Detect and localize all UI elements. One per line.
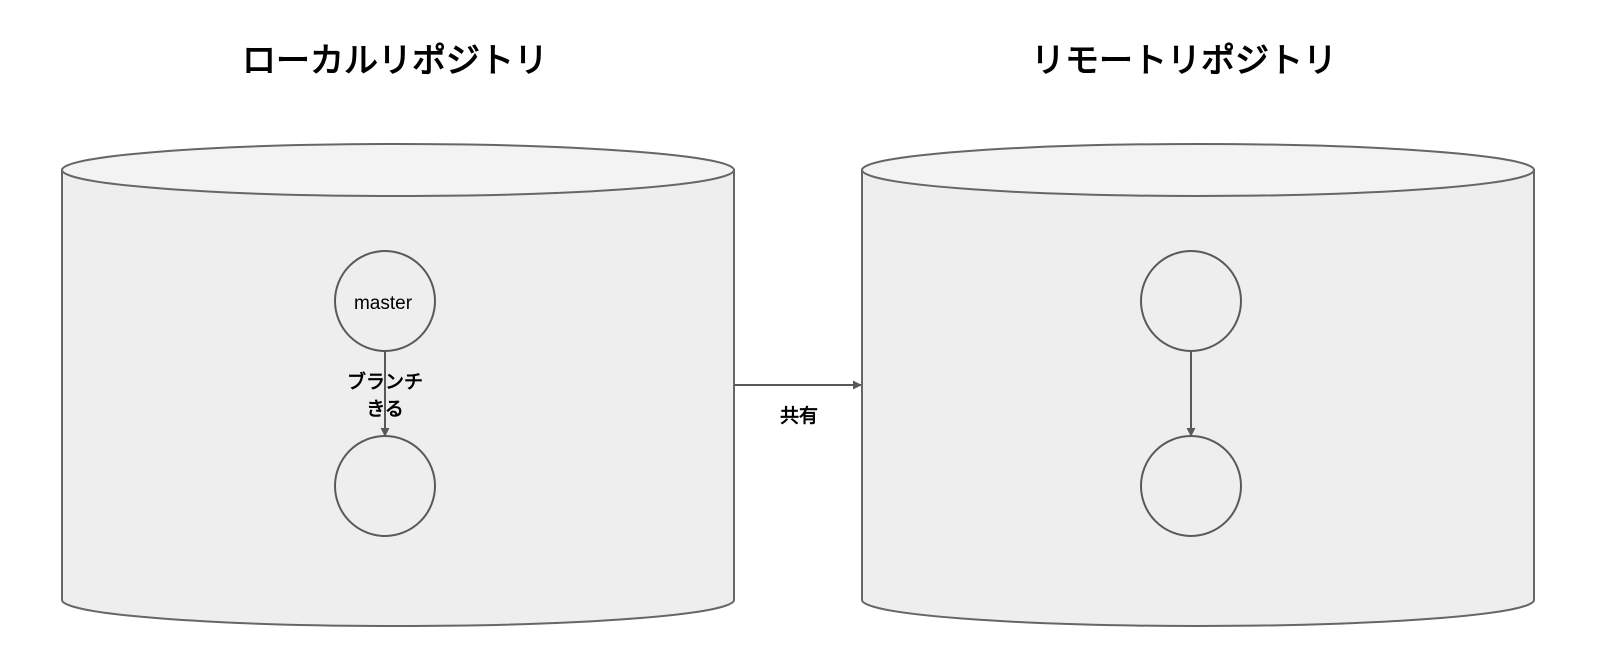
remote-top-node xyxy=(1140,250,1242,352)
local-repo-title: ローカルリポジトリ xyxy=(242,41,548,81)
branch-edge-label-line2: きる xyxy=(366,398,404,420)
local-master-node-label: master xyxy=(354,293,413,314)
remote-repo-title: リモートリポジトリ xyxy=(1031,41,1337,81)
share-edge-label: 共有 xyxy=(780,404,818,427)
remote-repo-cylinder xyxy=(861,143,1535,627)
remote-bottom-node xyxy=(1140,435,1242,537)
local-repo-cylinder xyxy=(61,143,735,627)
local-master-node xyxy=(334,250,436,352)
local-branch-node xyxy=(334,435,436,537)
branch-edge-label-line1: ブランチ xyxy=(347,370,423,393)
